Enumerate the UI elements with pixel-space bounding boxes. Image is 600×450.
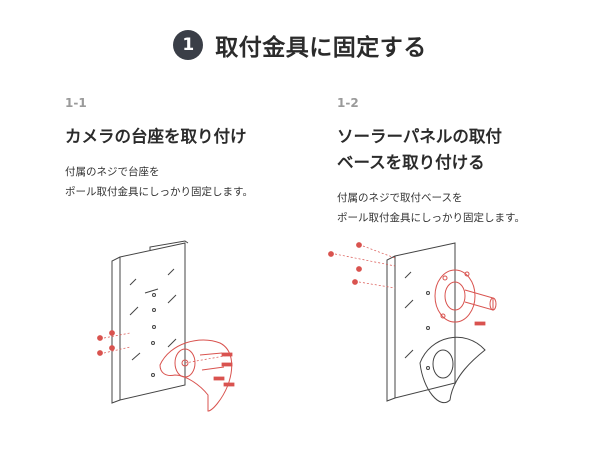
description-line: ポール取付金具にしっかり固定します。 xyxy=(337,212,525,224)
screw-set-icon xyxy=(97,330,235,387)
section-title: ソーラーパネルの取付 ベースを取り付ける xyxy=(337,124,577,176)
section-number: 1-1 xyxy=(65,96,87,110)
screw-set-icon xyxy=(328,242,486,326)
description-line: 付属のネジで取付ベースを xyxy=(337,192,463,204)
section-title-line: ベースを取り付ける xyxy=(337,153,485,172)
solar-base-mount-illustration xyxy=(328,242,497,403)
section-1-2: 1-2 ソーラーパネルの取付 ベースを取り付ける 付属のネジで取付ベースを ポー… xyxy=(337,96,577,228)
section-description: 付属のネジで台座を ポール取付金具にしっかり固定します。 xyxy=(65,162,305,202)
description-line: 付属のネジで台座を xyxy=(65,166,160,178)
section-title-line: ソーラーパネルの取付 xyxy=(337,127,502,146)
section-description: 付属のネジで取付ベースを ポール取付金具にしっかり固定します。 xyxy=(337,188,577,228)
section-1-1: 1-1 カメラの台座を取り付け 付属のネジで台座を ポール取付金具にしっかり固定… xyxy=(65,96,305,202)
camera-base-icon xyxy=(159,339,233,412)
camera-base-mount-illustration xyxy=(97,240,235,412)
section-title: カメラの台座を取り付け xyxy=(65,124,305,150)
section-title-line: カメラの台座を取り付け xyxy=(65,127,247,146)
section-number: 1-2 xyxy=(337,96,359,110)
step-number-badge: 1 xyxy=(173,30,204,60)
guide-lines-icon xyxy=(334,245,396,289)
pole-bracket-icon xyxy=(111,240,189,404)
step-header: 1 取付金具に固定する xyxy=(0,28,600,62)
description-line: ポール取付金具にしっかり固定します。 xyxy=(65,186,253,198)
guide-lines-icon xyxy=(103,332,231,364)
page-title: 取付金具に固定する xyxy=(215,35,427,61)
solar-mount-base-icon xyxy=(434,269,497,323)
camera-base-icon xyxy=(419,336,486,403)
